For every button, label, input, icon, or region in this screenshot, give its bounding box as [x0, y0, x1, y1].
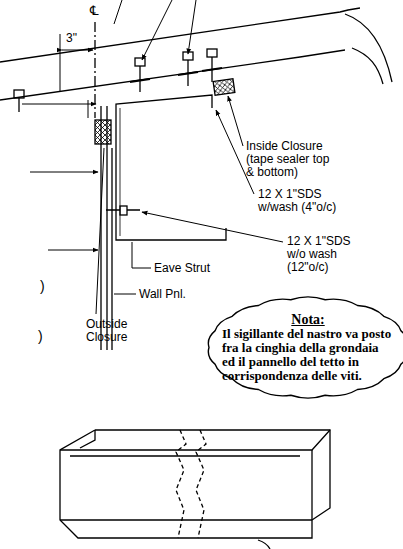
- centerline-symbol: ℄: [90, 4, 98, 17]
- fastener-label: 12 X 1"SDS w/o wash (12"o/c): [287, 235, 361, 274]
- part-label: Eave Strut: [154, 262, 210, 275]
- roof-panel: [0, 50, 345, 100]
- dimension: 3": [66, 32, 77, 45]
- part-label: Wall Pnl.: [139, 288, 186, 301]
- note-heading: Nota:: [222, 312, 394, 327]
- roof-panel: [0, 8, 360, 62]
- cut-off-text: ): [38, 330, 43, 343]
- cloud-outline: [208, 297, 403, 398]
- dimension-line: [62, 50, 93, 51]
- note-body: Il sigillante del nastro va posto fra la…: [222, 327, 394, 383]
- gutter-sketch: [60, 430, 330, 549]
- outside-closure: [95, 120, 111, 144]
- screw: [14, 49, 222, 215]
- inside-closure: [213, 79, 235, 96]
- part-label: Outside Closure: [86, 318, 138, 344]
- part-label: Inside Closure (tape sealer top & bottom…: [246, 140, 332, 179]
- note-cloud: Nota:Il sigillante del nastro va posto f…: [206, 296, 403, 399]
- fastener-label: 12 X 1"SDS w/wash (4"o/c): [258, 188, 352, 214]
- cut-off-text: ): [40, 280, 45, 293]
